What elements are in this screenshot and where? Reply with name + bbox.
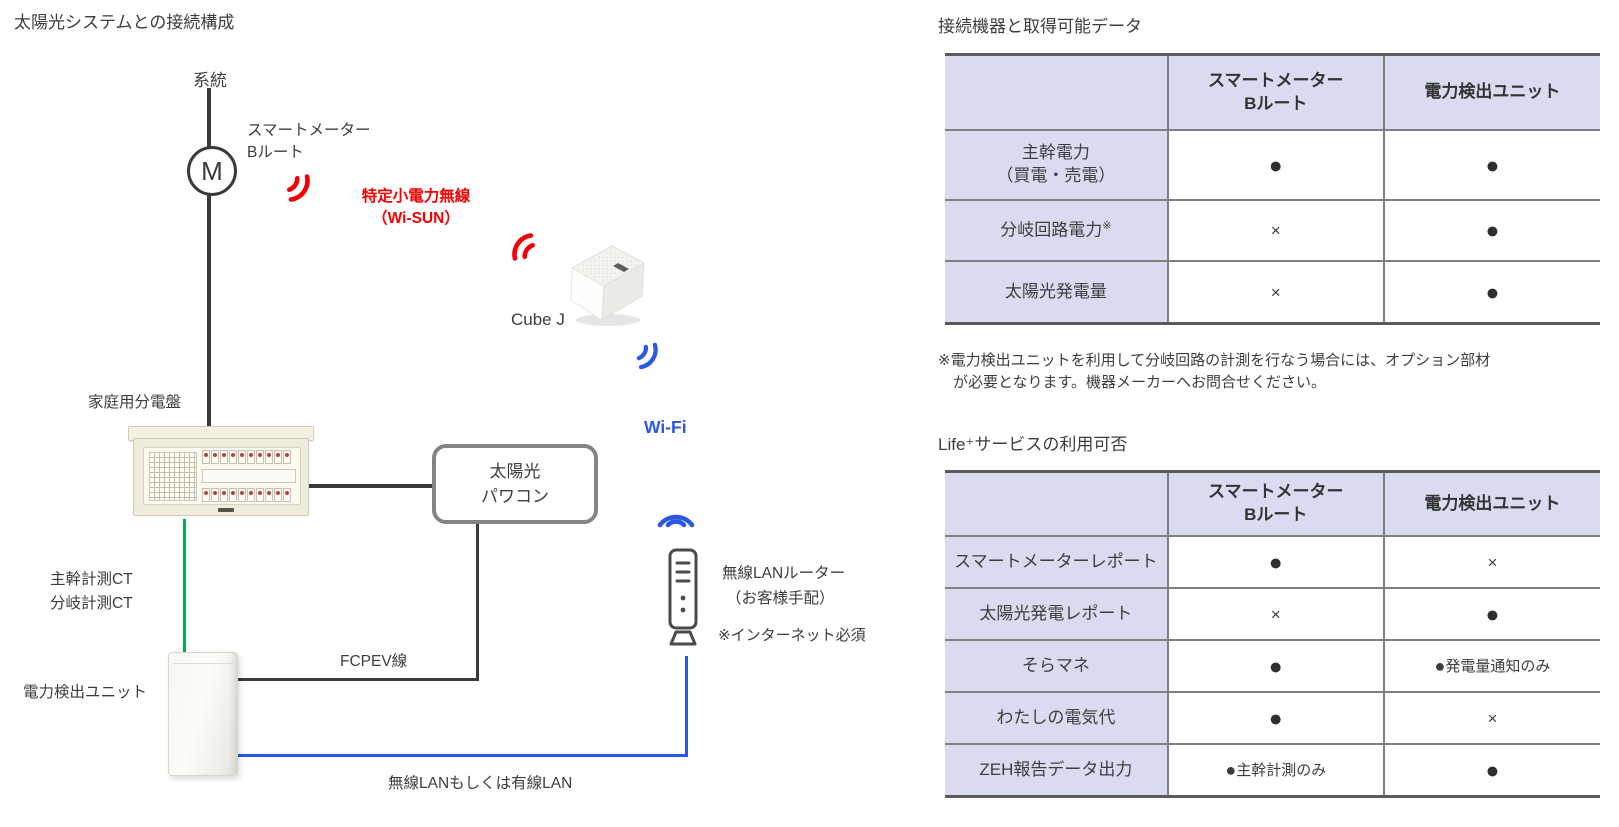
table-row: 太陽光発電量 × ● bbox=[945, 260, 1600, 325]
table1-row1-label: 主幹電力 （買電・売電） bbox=[945, 129, 1169, 201]
table2-row3-detect-unit: ●発電量通知のみ bbox=[1382, 639, 1600, 693]
board-latch bbox=[218, 508, 234, 512]
wisun-caption: 特定小電力無線 （Wi-SUN） bbox=[340, 186, 492, 231]
table1-header-row: スマートメーター Bルート 電力検出ユニット bbox=[945, 53, 1600, 131]
table2-header-empty bbox=[945, 470, 1169, 537]
table2-row4-smart-meter: ● bbox=[1166, 691, 1385, 745]
grid-to-board-line bbox=[207, 88, 211, 427]
table-row: 主幹電力 （買電・売電） ● ● bbox=[945, 129, 1600, 201]
lan-line-horizontal bbox=[236, 754, 688, 757]
smart-meter-label-line1: スマートメーター bbox=[247, 122, 371, 139]
fcpev-label: FCPEV線 bbox=[340, 653, 408, 670]
wisun-caption-line1: 特定小電力無線 bbox=[361, 188, 471, 205]
table2-row3-label: そらマネ bbox=[945, 639, 1169, 693]
table1-row3-label: 太陽光発電量 bbox=[945, 260, 1169, 325]
wireless-router-icon bbox=[668, 548, 698, 646]
board-to-pawakon-line bbox=[297, 484, 432, 488]
table-row: 分岐回路電力※ × ● bbox=[945, 199, 1600, 262]
table-life-services: スマートメーター Bルート 電力検出ユニット スマートメーターレポート ● × … bbox=[945, 470, 1600, 798]
table2-row2-detect-unit: ● bbox=[1382, 587, 1600, 641]
board-inner-panel bbox=[143, 447, 301, 505]
table1-header-empty bbox=[945, 53, 1169, 131]
table2-row2-smart-meter: × bbox=[1166, 587, 1385, 641]
table-row: そらマネ ● ●発電量通知のみ bbox=[945, 639, 1600, 693]
distribution-board bbox=[128, 426, 314, 520]
table2-row1-detect-unit: × bbox=[1382, 535, 1600, 589]
wisun-wave-icon-cube bbox=[512, 233, 536, 261]
breaker-label-strip bbox=[202, 469, 296, 483]
smart-meter-label-line2: Bルート bbox=[247, 144, 304, 161]
table2-row1-smart-meter: ● bbox=[1166, 535, 1385, 589]
wifi-label: Wi-Fi bbox=[644, 417, 687, 437]
table1-row1-detect-unit: ● bbox=[1382, 129, 1600, 201]
pawakon-label-line2: パワコン bbox=[481, 487, 549, 506]
table1-title: 接続機器と取得可能データ bbox=[938, 17, 1142, 36]
board-schedule-card bbox=[149, 452, 197, 501]
table2-row2-label: 太陽光発電レポート bbox=[945, 587, 1169, 641]
table1-row2-detect-unit: ● bbox=[1382, 199, 1600, 262]
ct-label-line2: 分岐計測CT bbox=[50, 595, 133, 612]
ct-label-line1: 主幹計測CT bbox=[50, 571, 133, 588]
table2-row3-smart-meter: ● bbox=[1166, 639, 1385, 693]
table2-header-smart-meter: スマートメーター Bルート bbox=[1166, 470, 1385, 537]
wisun-caption-line2: （Wi-SUN） bbox=[372, 210, 460, 228]
table1-header-detect-unit: 電力検出ユニット bbox=[1382, 53, 1600, 131]
power-detect-unit-label: 電力検出ユニット bbox=[23, 684, 148, 701]
board-breakers bbox=[202, 450, 296, 502]
fcpev-line-vertical bbox=[476, 522, 479, 681]
grid-label: 系統 bbox=[193, 71, 227, 90]
board-body bbox=[133, 438, 309, 516]
table1-row1-smart-meter: ● bbox=[1166, 129, 1385, 201]
solar-power-conditioner-box: 太陽光 パワコン bbox=[432, 444, 598, 524]
meter-letter: M bbox=[201, 155, 223, 186]
table-row: ZEH報告データ出力 ●主幹計測のみ ● bbox=[945, 743, 1600, 798]
router-label-line2: （お客様手配） bbox=[726, 590, 835, 607]
table2-row1-label: スマートメーターレポート bbox=[945, 535, 1169, 589]
lan-label: 無線LANもしくは有線LAN bbox=[388, 775, 573, 792]
table2-header-detect-unit: 電力検出ユニット bbox=[1382, 470, 1600, 537]
table1-header-smart-meter: スマートメーター Bルート bbox=[1166, 53, 1385, 131]
table1-row2-smart-meter: × bbox=[1166, 199, 1385, 262]
table2-title: Life⁺サービスの利用可否 bbox=[938, 435, 1128, 454]
router-label-line1: 無線LANルーター bbox=[722, 565, 846, 582]
table1-footnote: ※電力検出ユニットを利用して分岐回路の計測を行なう場合には、オプション部材 が必… bbox=[938, 352, 1491, 391]
table2-row4-label: わたしの電気代 bbox=[945, 691, 1169, 745]
table2-row4-detect-unit: × bbox=[1382, 691, 1600, 745]
pawakon-label-line1: 太陽光 bbox=[489, 461, 541, 481]
table1-row3-detect-unit: ● bbox=[1382, 260, 1600, 325]
meter-circle: M bbox=[187, 146, 237, 196]
table-row: わたしの電気代 ● × bbox=[945, 691, 1600, 745]
table1-row2-label: 分岐回路電力※ bbox=[945, 199, 1169, 262]
breaker-row-bottom bbox=[202, 488, 296, 502]
breaker-row-top bbox=[202, 450, 296, 464]
table2-row5-detect-unit: ● bbox=[1382, 743, 1600, 798]
table-row: 太陽光発電レポート × ● bbox=[945, 587, 1600, 641]
table1-row3-smart-meter: × bbox=[1166, 260, 1385, 325]
board-label: 家庭用分電盤 bbox=[88, 394, 182, 411]
table-connected-devices: スマートメーター Bルート 電力検出ユニット 主幹電力 （買電・売電） ● ● … bbox=[945, 53, 1600, 325]
table-row: スマートメーターレポート ● × bbox=[945, 535, 1600, 589]
cube-j-device bbox=[570, 245, 646, 326]
lan-line-vertical bbox=[685, 656, 688, 757]
wifi-wave-icon-cube bbox=[636, 342, 658, 370]
diagram-title: 太陽光システムとの接続構成 bbox=[14, 13, 235, 32]
ct-line bbox=[183, 519, 186, 653]
wisun-wave-icon-meter bbox=[286, 174, 310, 202]
router-wifi-arcs-icon bbox=[657, 514, 695, 528]
cube-j-label: Cube J bbox=[511, 310, 565, 329]
table2-row5-label: ZEH報告データ出力 bbox=[945, 743, 1169, 798]
fcpev-line-horizontal bbox=[236, 678, 479, 681]
router-internet-note: ※インターネット必須 bbox=[718, 627, 866, 644]
table2-row5-smart-meter: ●主幹計測のみ bbox=[1166, 743, 1385, 798]
table2-header-row: スマートメーター Bルート 電力検出ユニット bbox=[945, 470, 1600, 537]
power-detect-unit bbox=[168, 652, 238, 776]
